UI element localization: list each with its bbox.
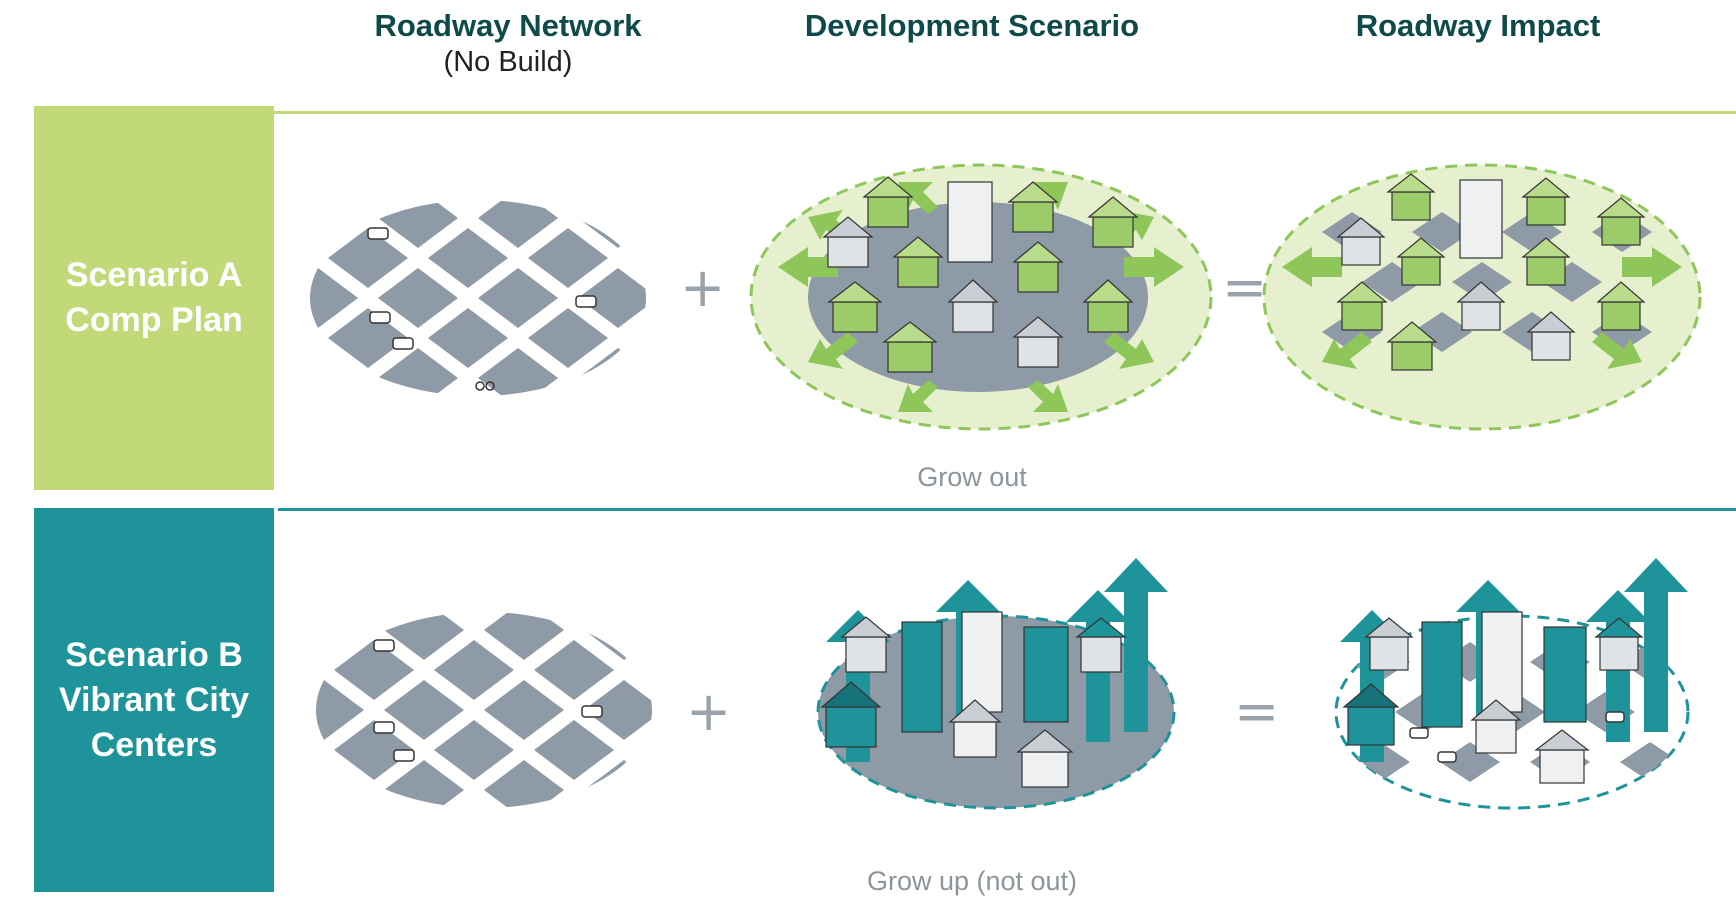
row-b-divider: [278, 508, 1736, 511]
house-icon: [822, 176, 1139, 373]
plus-operator: +: [680, 256, 726, 319]
scenario-b-label-line2: Vibrant City: [58, 680, 250, 719]
building-icon: [820, 611, 1127, 788]
scenario-a-label-line2: Comp Plan: [65, 301, 243, 339]
scenario-b-label: Scenario B Vibrant City Centers: [34, 508, 274, 892]
house-icon: [1336, 173, 1646, 371]
plus-operator: +: [686, 680, 732, 743]
cyclist-icon: [475, 381, 495, 391]
column-heading-roadway-impact: Roadway Impact: [1268, 6, 1688, 46]
scenario-a-caption: Grow out: [917, 462, 1027, 492]
outward-arrow-icon: [1282, 247, 1682, 369]
scenario-b-label-line3: Centers: [90, 725, 218, 764]
column-heading-roadway-network: Roadway Network (No Build): [298, 6, 718, 78]
scenario-b-roadway-impact-illustration: [1334, 558, 1690, 810]
outward-arrow-icon: [778, 182, 1184, 412]
equals-operator: =: [1234, 680, 1280, 743]
equals-operator: =: [1222, 256, 1268, 319]
column-title: Roadway Network: [374, 8, 642, 43]
column-title: Roadway Impact: [1355, 8, 1601, 43]
column-subtitle: (No Build): [443, 46, 573, 78]
scenario-b-development-illustration: [816, 558, 1176, 810]
scenario-a-label-line1: Scenario A: [65, 256, 243, 294]
scenario-a-roadway-impact-illustration: [1262, 163, 1702, 431]
scenario-b-caption: Grow up (not out): [866, 866, 1078, 896]
scenario-b-label-line1: Scenario B: [65, 635, 243, 674]
scenario-a-label: Scenario A Comp Plan: [34, 106, 274, 490]
car-icon: [367, 227, 597, 350]
scenario-a-development-illustration: [749, 163, 1213, 431]
car-icon: [1409, 711, 1625, 763]
column-title: Development Scenario: [804, 8, 1140, 43]
scenario-b-roadway-network-illustration: [316, 612, 652, 808]
scenario-a-roadway-network-illustration: [310, 200, 646, 396]
building-icon: [1342, 611, 1644, 784]
row-a-divider: [274, 111, 1736, 114]
column-heading-development-scenario: Development Scenario: [762, 6, 1182, 46]
car-icon: [373, 639, 603, 762]
